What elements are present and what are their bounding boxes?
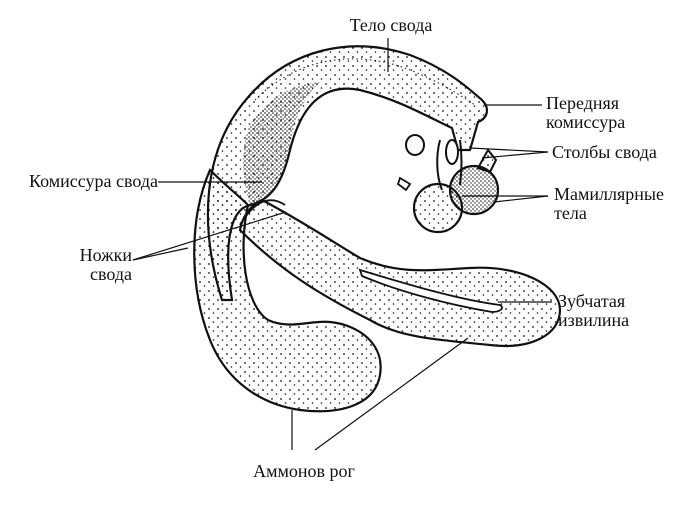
leader-hippocampus-b [314,337,469,451]
column-cap-right [445,139,459,165]
label-crura-line2: свода [90,264,132,284]
label-commissure-of-fornix: Комиссура свода [0,172,158,191]
label-body-of-fornix-text: Тело свода [349,15,433,35]
label-commissure-of-fornix-text: Комиссура свода [28,171,158,191]
leader-crura-a [132,247,189,261]
label-dentate-gyrus-line2: извилина [558,310,630,330]
label-crura-of-fornix: Ножки свода [58,246,132,284]
dentate-gyrus-slit [358,268,503,313]
label-dentate-gyrus: Зубчатая извилина [558,292,678,330]
leader-columns-a [469,147,549,153]
label-hippocampus-text: Аммонов рог [253,461,355,481]
leader-lines [132,38,552,451]
label-anterior-commissure: Передняя комиссура [546,94,656,132]
label-crura-line1: Ножки [79,245,132,265]
label-columns-of-fornix-text: Столбы свода [552,142,657,162]
crus-inner-channel [239,199,286,226]
column-cap-left [405,134,425,156]
label-dentate-gyrus-line1: Зубчатая [558,291,626,311]
label-columns-of-fornix: Столбы свода [552,143,692,162]
leader-columns-b [481,151,549,159]
fornix-body-band [254,58,476,106]
label-anterior-commissure-line1: Передняя [546,93,620,113]
label-mamillary-bodies: Мамиллярные тела [554,185,692,223]
label-hippocampus: Аммонов рог [234,462,374,481]
column-left [436,139,443,191]
leader-crura-b [132,211,287,261]
label-anterior-commissure-line2: комиссура [546,112,626,132]
label-body-of-fornix: Тело свода [336,16,446,35]
label-mamillary-bodies-line2: тела [554,203,587,223]
mamillary-stalk [396,176,412,192]
mamillary-body-right [448,164,500,216]
fornix-commissure-shading [242,82,320,205]
leader-mamillary-b [493,195,549,203]
label-mamillary-bodies-line1: Мамиллярные [554,184,664,204]
